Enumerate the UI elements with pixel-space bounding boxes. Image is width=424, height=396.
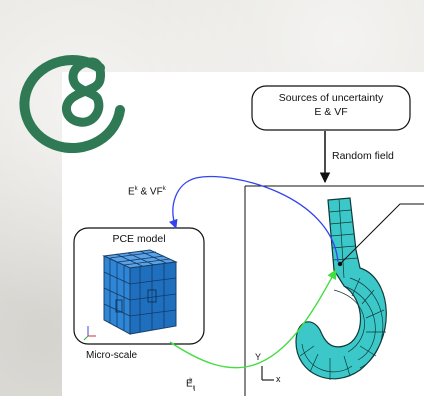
callout-leader-line <box>339 203 424 265</box>
logo-circled-8-icon <box>19 55 125 154</box>
axis-triad-global-icon <box>261 366 274 381</box>
green-upscale-arrow <box>169 269 337 369</box>
axis-x-label: x <box>276 374 281 384</box>
sources-line2: E & VF <box>314 106 348 118</box>
sources-line1: Sources of uncertainty <box>278 92 384 104</box>
hook-mesh-icon <box>295 197 387 380</box>
sources-box <box>251 85 411 131</box>
micro-cube-icon <box>102 249 178 335</box>
axis-triad-small-icon <box>83 326 96 341</box>
blue-feedback-arrow <box>168 175 339 263</box>
blue-arrow-label: Ek & VFk <box>128 186 166 198</box>
micro-scale-label: Micro-scale <box>86 350 138 361</box>
green-arrow-label: Eijk <box>186 378 196 392</box>
axis-y-label: Y <box>255 352 262 362</box>
selected-element-marker <box>337 261 343 267</box>
random-field-label: Random field <box>332 150 394 162</box>
pce-model-title: PCE model <box>112 233 166 245</box>
